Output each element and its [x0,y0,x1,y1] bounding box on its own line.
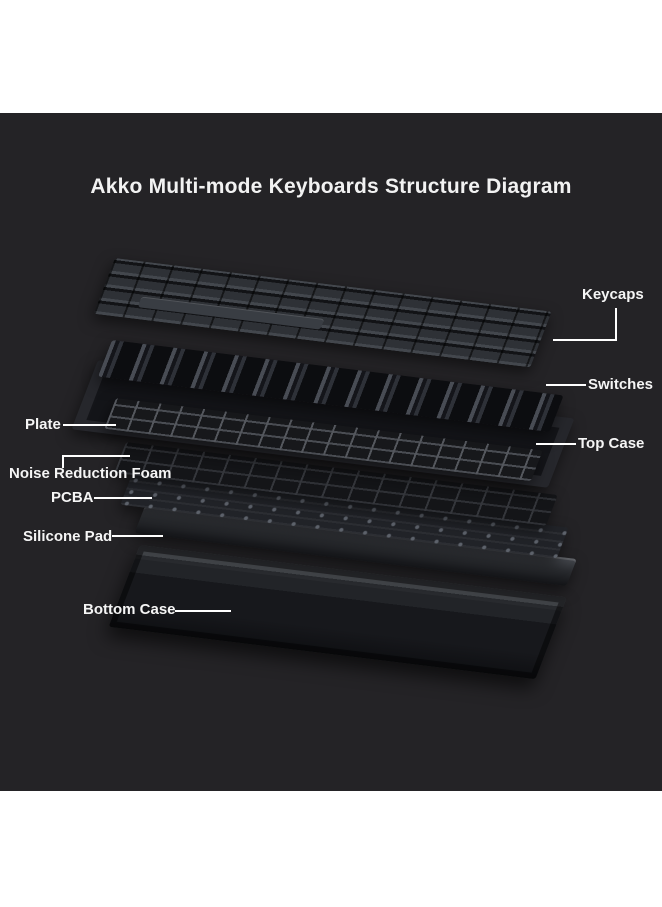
leader-line-silicone-pad [112,535,163,537]
leader-line-bottom-case [175,610,231,612]
leader-line-foam-vertical [62,455,64,468]
leader-line-pcba [94,497,152,499]
leader-line-foam-horizontal [62,455,130,457]
leader-line-switches [546,384,586,386]
callout-label-switches: Switches [588,376,654,393]
callout-label-bottom-case: Bottom Case [83,601,176,618]
leader-line-keycaps-vertical [615,308,617,341]
callout-label-top-case: Top Case [578,435,645,452]
callout-label-keycaps: Keycaps [582,286,644,303]
callout-label-plate: Plate [25,416,61,433]
leader-line-keycaps-horizontal [553,339,617,341]
callout-label-silicone-pad: Silicone Pad [23,528,113,545]
callout-label-pcba: PCBA [51,489,94,506]
callout-label-noise-reduction-foam: Noise Reduction Foam [9,465,172,482]
leader-line-top-case [536,443,576,445]
page-title: Akko Multi-mode Keyboards Structure Diag… [90,175,572,198]
leader-line-plate [63,424,116,426]
